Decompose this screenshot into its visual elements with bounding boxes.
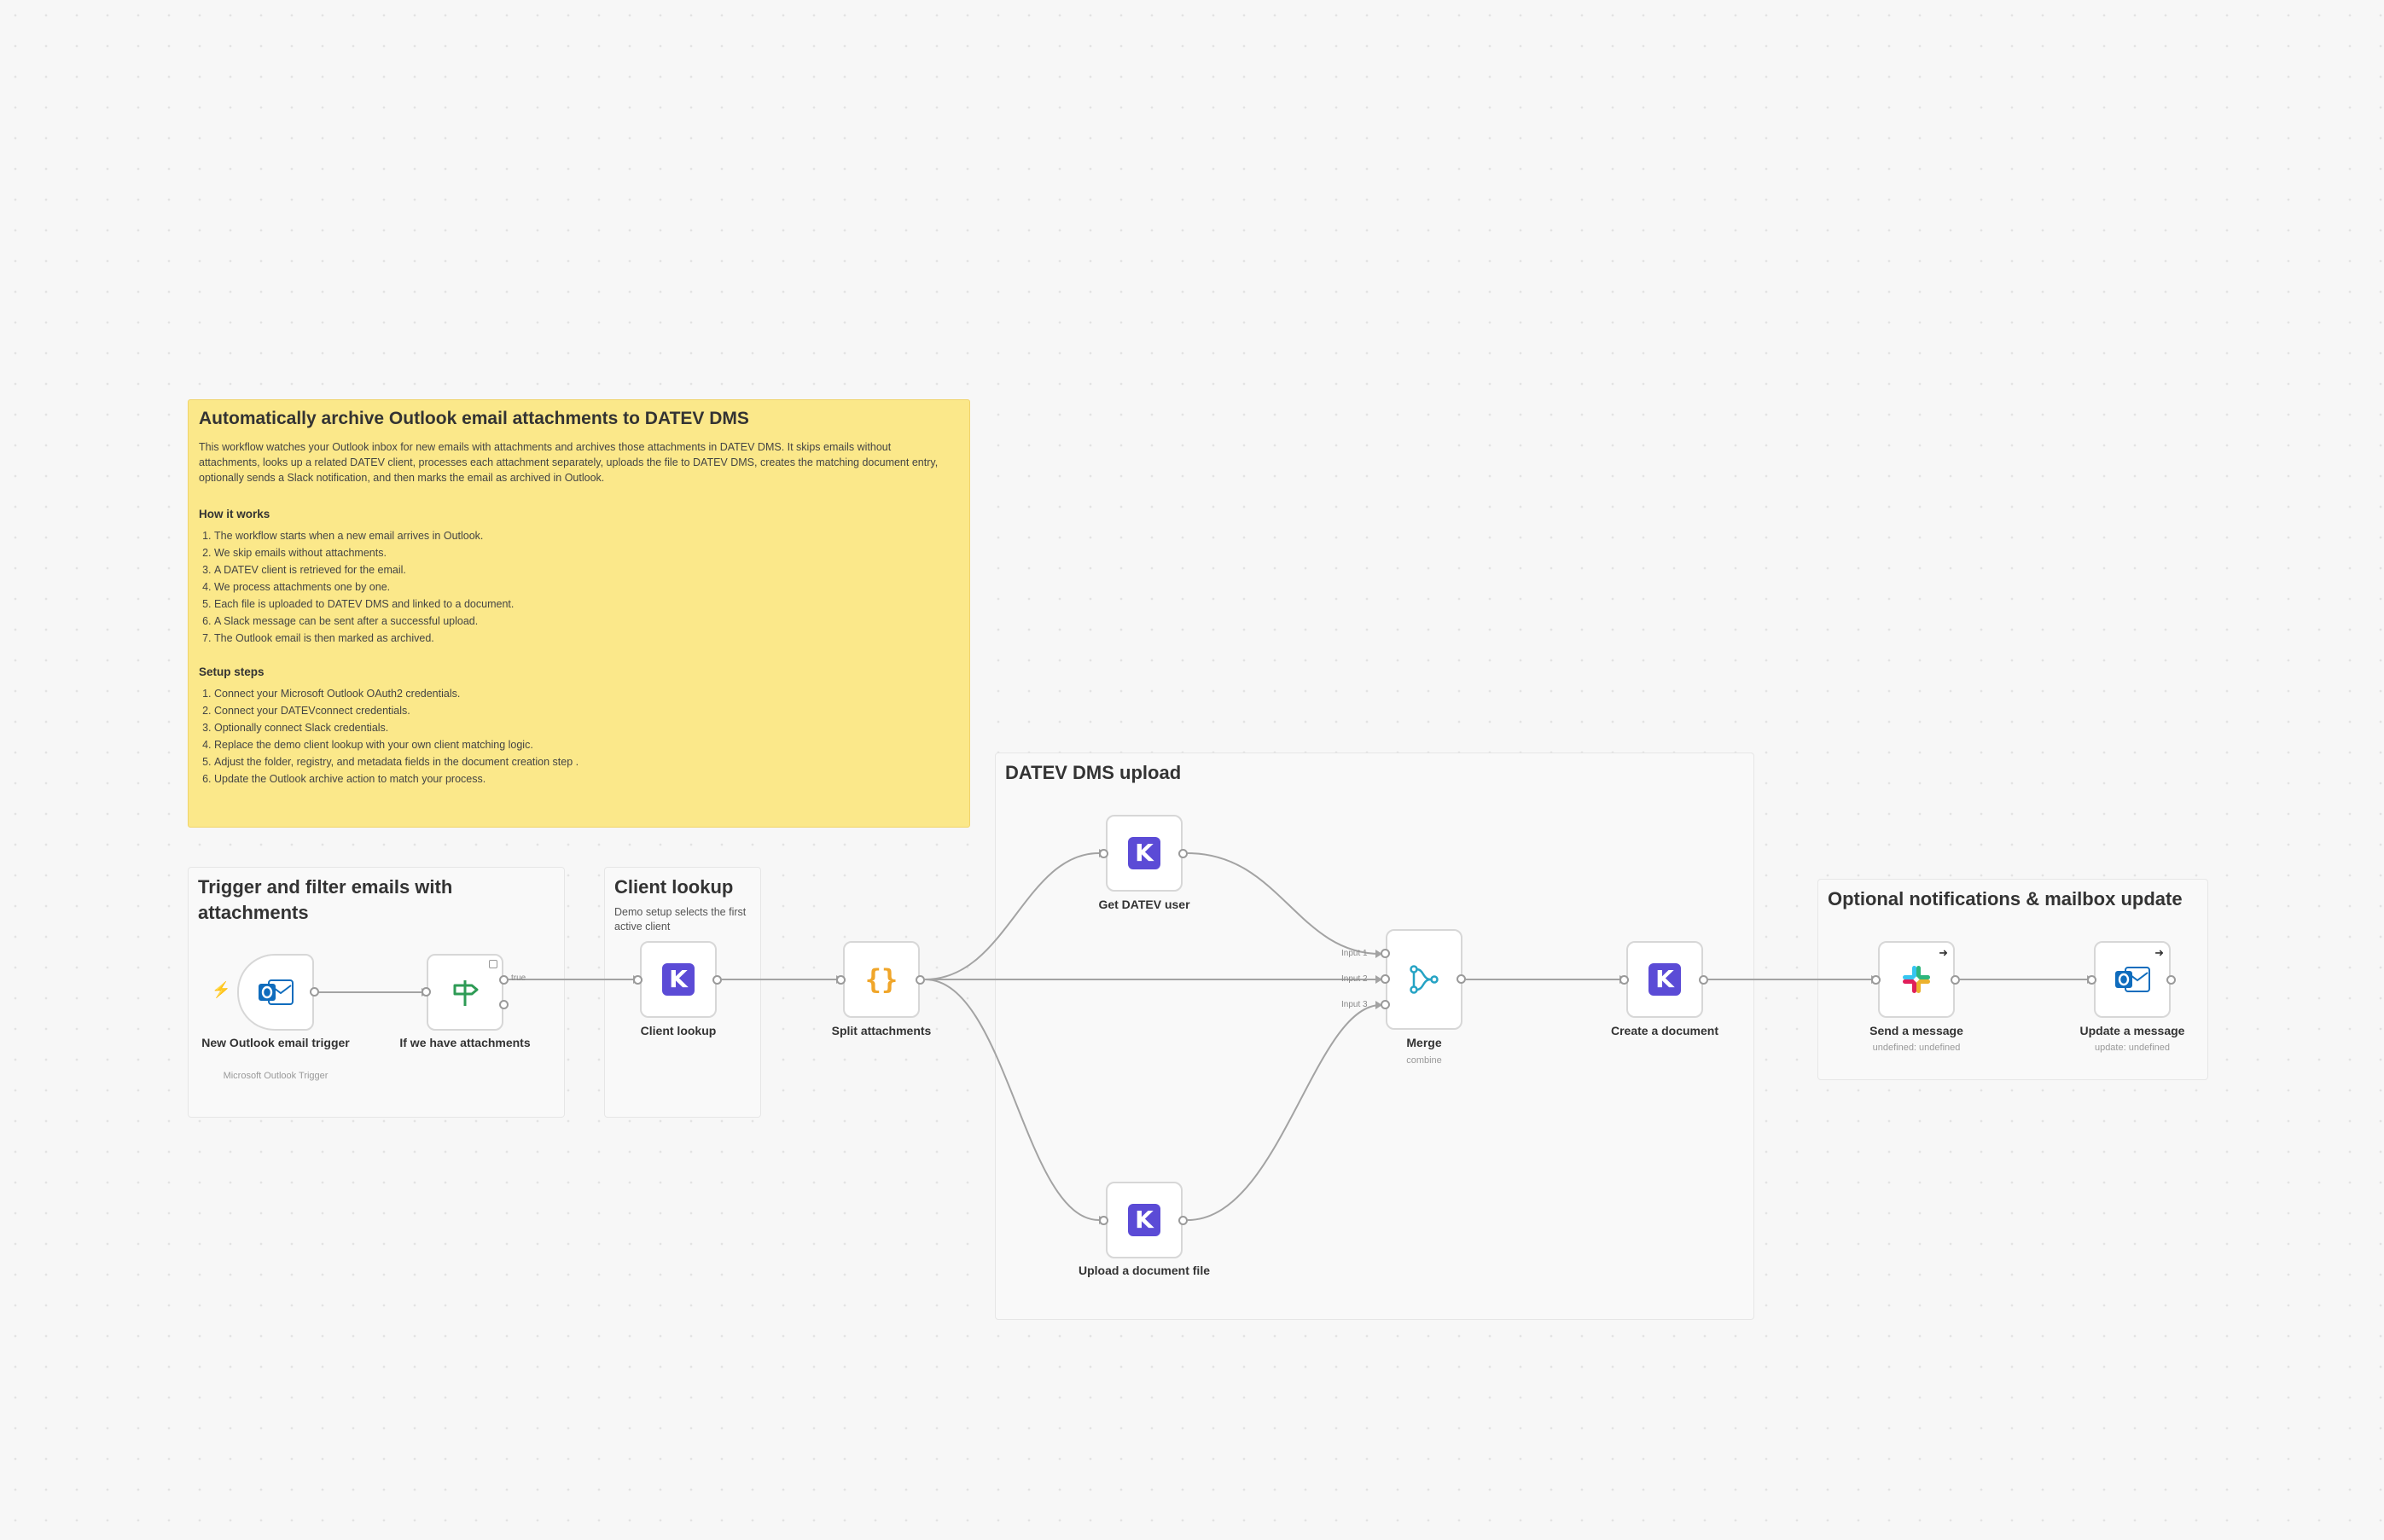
- output-port[interactable]: [2166, 975, 2176, 985]
- input-port[interactable]: [2087, 975, 2096, 985]
- signpost-icon: [453, 980, 479, 1006]
- action-arrow-icon: ➜: [1939, 946, 1948, 959]
- overview-sticky-note[interactable]: Automatically archive Outlook email atta…: [188, 399, 970, 828]
- input-port[interactable]: [1099, 1216, 1108, 1225]
- edge-upload-to-merge: [1187, 1004, 1381, 1221]
- arrow-head: [1375, 1001, 1382, 1009]
- node-get-datev-user[interactable]: K: [1106, 815, 1183, 892]
- input-port-3[interactable]: [1381, 1000, 1390, 1009]
- node-update-outlook-message[interactable]: ➜: [2094, 941, 2171, 1018]
- node-merge-label: Merge: [1406, 1036, 1442, 1049]
- slack-icon: [1903, 966, 1930, 993]
- output-port[interactable]: [310, 987, 319, 997]
- node-update-label: Update a message: [2079, 1024, 2185, 1037]
- input-port[interactable]: [633, 975, 643, 985]
- list-item: Connect your Microsoft Outlook OAuth2 cr…: [214, 685, 959, 702]
- merge-input-2-label: Input 2: [1341, 974, 1368, 984]
- overview-title: Automatically archive Outlook email atta…: [199, 409, 749, 428]
- list-item: A Slack message can be sent after a succ…: [214, 613, 959, 630]
- list-item: Adjust the folder, registry, and metadat…: [214, 753, 959, 770]
- node-upload-document-file[interactable]: K: [1106, 1182, 1183, 1258]
- list-item: The workflow starts when a new email arr…: [214, 527, 959, 544]
- node-split-label: Split attachments: [831, 1024, 932, 1037]
- output-port-true[interactable]: [499, 975, 509, 985]
- list-item: Each file is uploaded to DATEV DMS and l…: [214, 596, 959, 613]
- node-outlook-trigger-label: New Outlook email trigger: [201, 1036, 350, 1049]
- datev-k-icon: K: [1128, 1204, 1160, 1236]
- input-port[interactable]: [1871, 975, 1881, 985]
- group-trigger-title: Trigger and filter emails with attachmen…: [198, 876, 453, 923]
- output-port[interactable]: [916, 975, 925, 985]
- overview-description: This workflow watches your Outlook inbox…: [199, 441, 939, 484]
- node-indicator-icon: [489, 960, 497, 968]
- edge-split-to-getuser: [924, 852, 1100, 980]
- input-port[interactable]: [1099, 849, 1108, 858]
- trigger-bolt-icon: ⚡: [212, 981, 231, 998]
- edge-getuser-to-merge: [1187, 852, 1381, 955]
- list-item: We skip emails without attachments.: [214, 544, 959, 561]
- list-item: Connect your DATEVconnect credentials.: [214, 702, 959, 719]
- node-client-lookup[interactable]: K: [640, 941, 717, 1018]
- output-port[interactable]: [1457, 974, 1466, 984]
- merge-input-1-label: Input 1: [1341, 949, 1368, 958]
- node-merge[interactable]: [1386, 929, 1462, 1030]
- true-branch-label: true: [511, 973, 526, 983]
- action-arrow-icon: ➜: [2154, 946, 2164, 959]
- input-port-2[interactable]: [1381, 974, 1390, 984]
- list-item: We process attachments one by one.: [214, 578, 959, 596]
- node-client-lookup-label: Client lookup: [640, 1024, 717, 1037]
- node-get-user-label: Get DATEV user: [1098, 898, 1190, 911]
- node-if-attachments[interactable]: [427, 954, 503, 1031]
- edge-split-to-upload: [924, 979, 1100, 1221]
- group-notify-title: Optional notifications & mailbox update: [1828, 888, 2183, 909]
- node-create-label: Create a document: [1610, 1024, 1719, 1037]
- node-if-attachments-label: If we have attachments: [399, 1036, 531, 1049]
- node-split-attachments[interactable]: {}: [843, 941, 920, 1018]
- output-port[interactable]: [712, 975, 722, 985]
- datev-k-icon: K: [1128, 837, 1160, 869]
- output-port[interactable]: [1178, 1216, 1188, 1225]
- node-send-slack-message[interactable]: ➜: [1878, 941, 1955, 1018]
- input-port[interactable]: [1619, 975, 1629, 985]
- group-datev-title: DATEV DMS upload: [1005, 762, 1182, 783]
- node-outlook-trigger[interactable]: [237, 954, 314, 1031]
- node-create-document[interactable]: K: [1626, 941, 1703, 1018]
- merge-icon: [1410, 965, 1439, 994]
- node-upload-label: Upload a document file: [1078, 1264, 1210, 1277]
- datev-k-icon: K: [1648, 963, 1681, 996]
- outlook-icon: [2115, 967, 2150, 992]
- datev-k-icon: K: [662, 963, 695, 996]
- setup-steps-list: Connect your Microsoft Outlook OAuth2 cr…: [199, 685, 959, 787]
- merge-input-3-label: Input 3: [1341, 1000, 1368, 1009]
- arrow-head: [1375, 975, 1382, 984]
- node-slack-subtitle: undefined: undefined: [1872, 1043, 1961, 1053]
- how-it-works-heading: How it works: [199, 508, 270, 520]
- list-item: Update the Outlook archive action to mat…: [214, 770, 959, 787]
- setup-steps-heading: Setup steps: [199, 665, 265, 678]
- arrow-head: [1375, 950, 1382, 958]
- input-port[interactable]: [422, 987, 431, 997]
- list-item: The Outlook email is then marked as arch…: [214, 630, 959, 647]
- list-item: A DATEV client is retrieved for the emai…: [214, 561, 959, 578]
- node-update-subtitle: update: undefined: [2094, 1043, 2171, 1053]
- output-port[interactable]: [1951, 975, 1960, 985]
- node-merge-subtitle: combine: [1406, 1055, 1442, 1066]
- output-port[interactable]: [1178, 849, 1188, 858]
- input-port-1[interactable]: [1381, 949, 1390, 958]
- output-port[interactable]: [1699, 975, 1708, 985]
- how-it-works-list: The workflow starts when a new email arr…: [199, 527, 959, 647]
- code-braces-icon: {}: [864, 963, 898, 996]
- outlook-icon: [259, 979, 294, 1005]
- node-outlook-trigger-subtitle: Microsoft Outlook Trigger: [223, 1071, 329, 1081]
- group-client-body: Demo setup selects the first active clie…: [614, 906, 747, 933]
- list-item: Optionally connect Slack credentials.: [214, 719, 959, 736]
- output-port-false[interactable]: [499, 1000, 509, 1009]
- list-item: Replace the demo client lookup with your…: [214, 736, 959, 753]
- group-client-title: Client lookup: [614, 876, 734, 898]
- node-slack-label: Send a message: [1869, 1024, 1963, 1037]
- input-port[interactable]: [836, 975, 846, 985]
